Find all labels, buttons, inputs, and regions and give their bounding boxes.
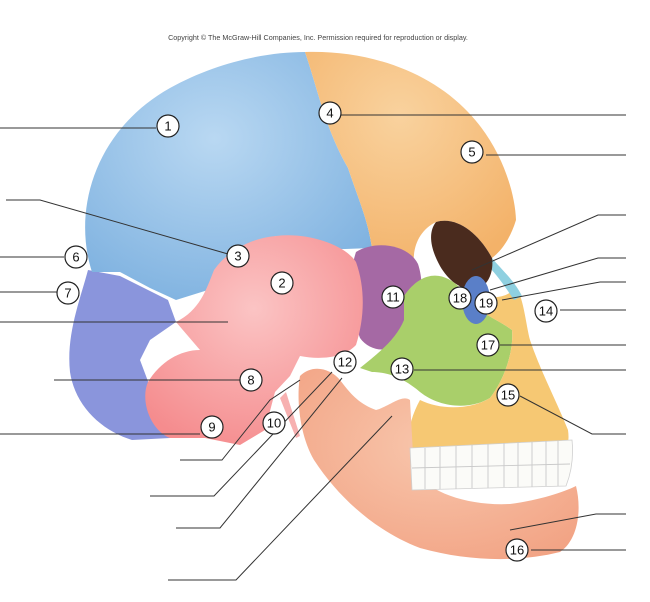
callout-number: 18 (453, 291, 467, 306)
callout-17: 17 (476, 333, 500, 357)
maxilla-bone (408, 286, 569, 462)
callout-circle (460, 140, 484, 164)
callout-18: 18 (448, 286, 472, 310)
callout-13: 13 (390, 357, 414, 381)
callout-number: 15 (501, 388, 515, 403)
callout-number: 16 (510, 543, 524, 558)
copyright-notice: Copyright © The McGraw-Hill Companies, I… (168, 33, 468, 42)
callout-circle (239, 368, 263, 392)
callout-circle (381, 285, 405, 309)
callout-number: 4 (326, 106, 333, 121)
orbit-cavity (431, 220, 493, 290)
callout-circle (318, 101, 342, 125)
callout-9: 9 (200, 415, 224, 439)
callout-number: 8 (247, 373, 254, 388)
callout-6: 6 (64, 245, 88, 269)
callout-number: 12 (338, 355, 352, 370)
callout-circle (448, 286, 472, 310)
callout-circle (390, 357, 414, 381)
styloid-process (280, 392, 300, 438)
callout-circle (270, 271, 294, 295)
callout-number: 19 (479, 296, 493, 311)
callout-14: 14 (534, 299, 558, 323)
callout-circle (534, 299, 558, 323)
callout-number: 5 (468, 145, 475, 160)
nasal-bone (488, 258, 522, 300)
callout-number: 10 (267, 416, 281, 431)
occipital-bone (69, 270, 196, 440)
teeth-lines (411, 441, 571, 489)
callout-circle (474, 291, 498, 315)
callout-circle (56, 281, 80, 305)
callout-circle (262, 411, 286, 435)
mandible-bone (298, 368, 579, 560)
callout-circle (64, 245, 88, 269)
callout-8: 8 (239, 368, 263, 392)
callout-number: 1 (164, 119, 171, 134)
callout-number: 17 (481, 338, 495, 353)
frontal-bone (305, 51, 516, 267)
callout-number: 3 (234, 249, 241, 264)
callout-10: 10 (262, 411, 286, 435)
callout-12: 12 (333, 350, 357, 374)
callout-3: 3 (226, 244, 250, 268)
callout-number: 9 (208, 420, 215, 435)
callout-circle (200, 415, 224, 439)
callout-2: 2 (270, 271, 294, 295)
callout-circle (505, 538, 529, 562)
callout-11: 11 (381, 285, 405, 309)
callout-1: 1 (156, 114, 180, 138)
temporal-bone (145, 235, 363, 445)
callout-number: 2 (278, 276, 285, 291)
callout-5: 5 (460, 140, 484, 164)
callout-number: 14 (539, 304, 553, 319)
callout-number: 11 (386, 290, 400, 305)
callout-7: 7 (56, 281, 80, 305)
callout-circle (476, 333, 500, 357)
callout-number: 7 (64, 286, 71, 301)
callout-number: 6 (72, 250, 79, 265)
callout-15: 15 (496, 383, 520, 407)
callout-circle (156, 114, 180, 138)
leader-lines (0, 114, 626, 581)
callout-number: 13 (395, 362, 409, 377)
callout-16: 16 (505, 538, 529, 562)
callout-19: 19 (474, 291, 498, 315)
callout-circle (496, 383, 520, 407)
callout-circle (333, 350, 357, 374)
callout-4: 4 (318, 101, 342, 125)
callout-circle (226, 244, 250, 268)
